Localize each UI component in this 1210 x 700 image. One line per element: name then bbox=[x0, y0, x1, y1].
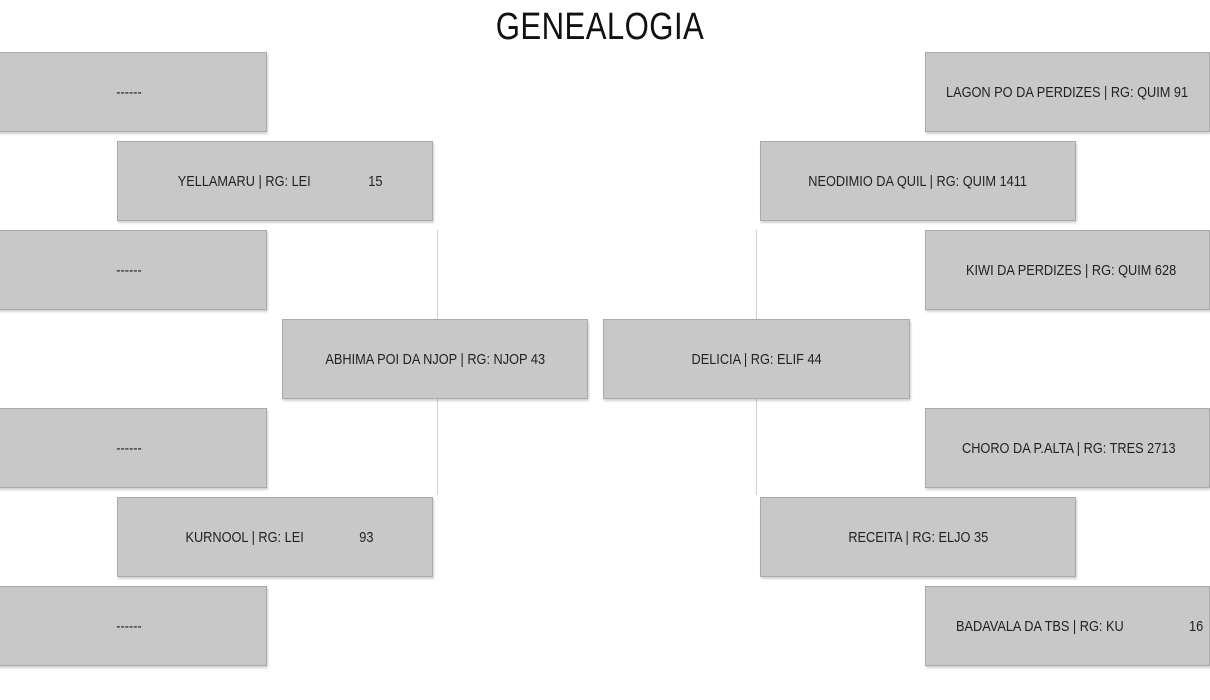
great-grandparent-box[interactable]: LAGON PO DA PERDIZES | RG: QUIM 91 bbox=[925, 52, 1210, 132]
paternal-grandsire-name: YELLAMARU | RG: LEI bbox=[178, 172, 312, 190]
maternal-grandsire-box[interactable]: NEODIMIO DA QUIL | RG: QUIM 1411 bbox=[760, 141, 1076, 221]
paternal-grandsire-number: 15 bbox=[368, 172, 383, 190]
great-grandparent-name: BADAVALA DA TBS | RG: KU bbox=[956, 617, 1124, 635]
great-grandparent-name: KIWI DA PERDIZES | RG: QUIM 628 bbox=[966, 261, 1177, 279]
dam-box[interactable]: DELICIA | RG: ELIF 44 bbox=[603, 319, 910, 399]
great-grandparent-label: ------ bbox=[115, 439, 142, 457]
paternal-granddam-number: 93 bbox=[359, 528, 374, 546]
sire-name: ABHIMA POI DA NJOP | RG: NJOP 43 bbox=[325, 350, 545, 368]
great-grandparent-box[interactable]: ------ bbox=[0, 586, 267, 666]
great-grandparent-number: 16 bbox=[1189, 617, 1204, 635]
paternal-granddam-box[interactable]: KURNOOL | RG: LEI 93 bbox=[117, 497, 433, 577]
sire-box[interactable]: ABHIMA POI DA NJOP | RG: NJOP 43 bbox=[282, 319, 588, 399]
maternal-granddam-name: RECEITA | RG: ELJO 35 bbox=[848, 528, 988, 546]
great-grandparent-label: ------ bbox=[115, 617, 142, 635]
maternal-grandsire-name: NEODIMIO DA QUIL | RG: QUIM 1411 bbox=[808, 172, 1028, 190]
great-grandparent-box[interactable]: BADAVALA DA TBS | RG: KU 16 bbox=[925, 586, 1210, 666]
great-grandparent-box[interactable]: ------ bbox=[0, 52, 267, 132]
great-grandparent-box[interactable]: CHORO DA P.ALTA | RG: TRES 2713 bbox=[925, 408, 1210, 488]
great-grandparent-label: ------ bbox=[115, 261, 142, 279]
great-grandparent-box[interactable]: KIWI DA PERDIZES | RG: QUIM 628 bbox=[925, 230, 1210, 310]
paternal-granddam-name: KURNOOL | RG: LEI bbox=[185, 528, 304, 546]
dam-name: DELICIA | RG: ELIF 44 bbox=[691, 350, 822, 368]
page-title: GENEALOGIA bbox=[495, 6, 705, 48]
great-grandparent-name: LAGON PO DA PERDIZES | RG: QUIM 91 bbox=[946, 83, 1189, 101]
great-grandparent-name: CHORO DA P.ALTA | RG: TRES 2713 bbox=[962, 439, 1176, 457]
great-grandparent-box[interactable]: ------ bbox=[0, 230, 267, 310]
great-grandparent-label: ------ bbox=[115, 83, 142, 101]
paternal-grandsire-box[interactable]: YELLAMARU | RG: LEI 15 bbox=[117, 141, 433, 221]
great-grandparent-box[interactable]: ------ bbox=[0, 408, 267, 488]
maternal-granddam-box[interactable]: RECEITA | RG: ELJO 35 bbox=[760, 497, 1076, 577]
